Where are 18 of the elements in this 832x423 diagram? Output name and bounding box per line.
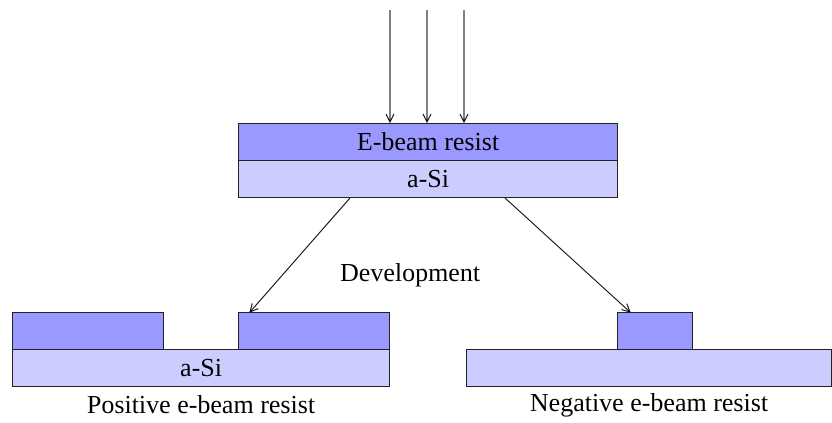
layer-label: a-Si (407, 166, 449, 192)
arrow (386, 10, 394, 122)
structure-caption: Positive e-beam resist (86, 392, 316, 418)
resist-block (12, 312, 164, 350)
silicon-layer (238, 160, 618, 198)
arrow (504, 198, 630, 312)
layer-label: E-beam resist (356, 129, 500, 155)
arrow (460, 10, 468, 122)
resist-block (617, 312, 693, 350)
resist-layer (238, 123, 618, 161)
process-label: Development (340, 260, 480, 286)
resist-block (238, 312, 390, 350)
structure-caption: Negative e-beam resist (528, 390, 770, 416)
silicon-layer (12, 349, 390, 387)
layer-label: a-Si (180, 355, 222, 381)
arrow (250, 198, 350, 312)
arrow (422, 10, 432, 122)
silicon-layer (466, 349, 832, 387)
